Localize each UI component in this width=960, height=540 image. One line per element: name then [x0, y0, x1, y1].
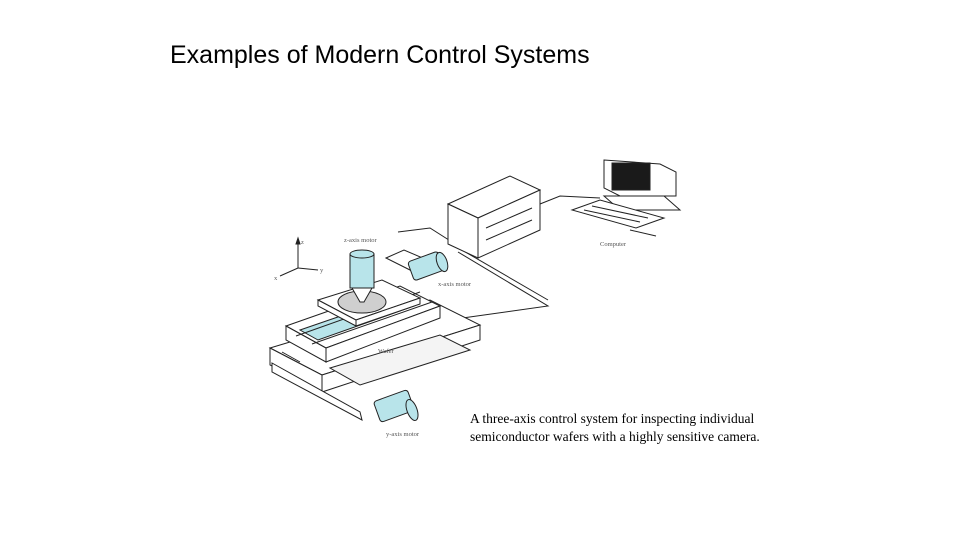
caption-line-2: semiconductor wafers with a highly sensi…: [470, 429, 760, 444]
y-axis-motor: [373, 389, 419, 423]
control-system-diagram: z-axis motor x-axis motor Wafer y-axis m…: [268, 159, 682, 438]
label-computer: Computer: [600, 241, 627, 248]
label-axis-x: x: [274, 275, 278, 282]
caption-line-1: A three-axis control system for inspecti…: [470, 411, 755, 426]
figure-caption: A three-axis control system for inspecti…: [470, 410, 800, 446]
z-axis-motor: [349, 249, 375, 303]
axis-indicator: [279, 236, 319, 277]
x-axis-motor: [384, 249, 449, 281]
label-axis-z: z: [301, 239, 304, 246]
controller-box: [446, 175, 542, 259]
label-x-motor: x-axis motor: [438, 281, 472, 288]
label-z-motor: z-axis motor: [344, 237, 378, 244]
computer: [570, 159, 682, 237]
label-y-motor: y-axis motor: [386, 431, 420, 438]
label-wafer: Wafer: [378, 348, 395, 355]
slide-title: Examples of Modern Control Systems: [170, 41, 590, 69]
label-axis-y: y: [320, 267, 324, 274]
